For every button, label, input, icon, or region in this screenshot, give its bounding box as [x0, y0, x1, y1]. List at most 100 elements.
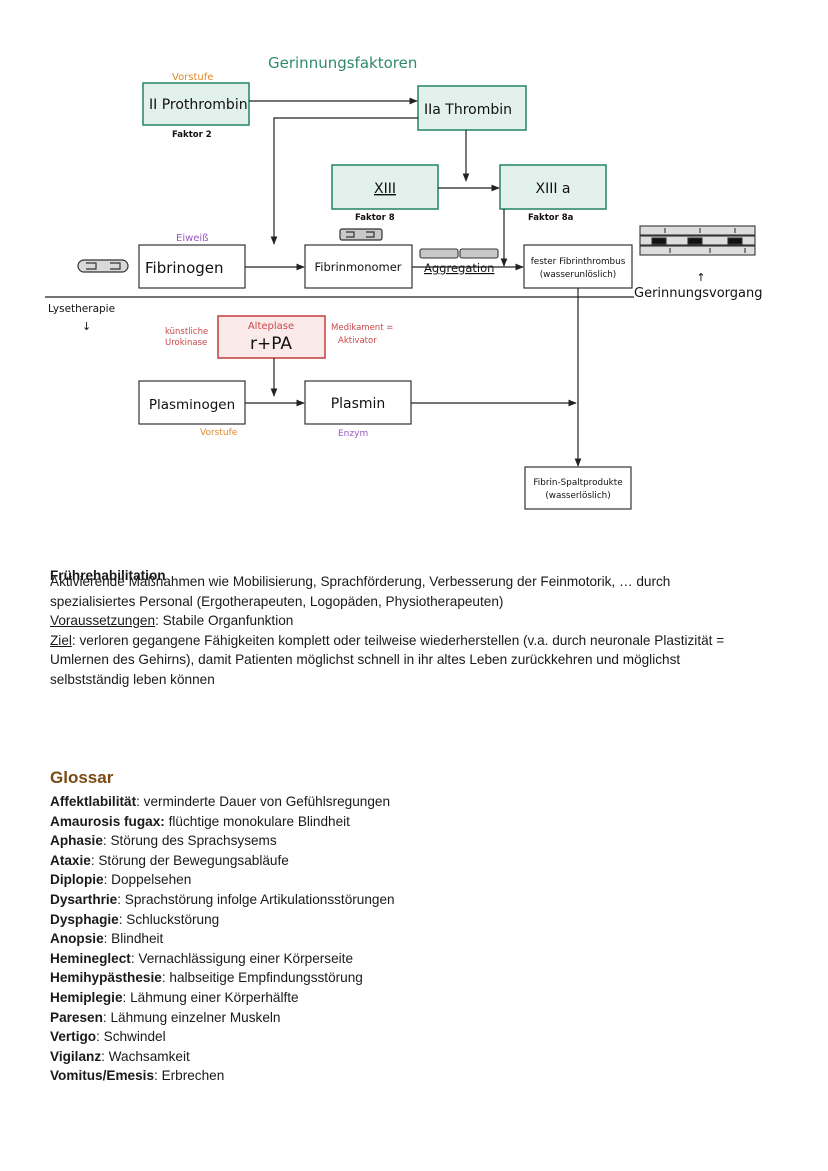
goal-text: : verloren gegangene Fähigkeiten komplet… — [71, 632, 725, 648]
glossary-def: : Sprachstörung infolge Artikulationsstö… — [117, 891, 395, 907]
plasminogen-label: Plasminogen — [149, 397, 235, 413]
glossary-term: Vigilanz — [50, 1048, 102, 1064]
goal-label: Ziel — [50, 632, 72, 648]
glossary-term: Paresen — [50, 1009, 103, 1025]
section-title: Frührehabilitation — [50, 567, 166, 583]
glossary-item: Vigilanz: Wachsamkeit — [50, 1047, 780, 1067]
glossary-term: Aphasie — [50, 833, 103, 849]
glossary-item: Vomitus/Emesis: Erbrechen — [50, 1066, 780, 1086]
glossary-def: : halbseitige Empfindungsstörung — [161, 970, 363, 986]
glossary-item: Aphasie: Störung des Sprachsysems — [50, 831, 780, 851]
factor13a-box — [499, 164, 607, 210]
glossary-item: Dysarthrie: Sprachstörung infolge Artiku… — [50, 890, 780, 910]
factor13-label: XIII — [374, 181, 396, 197]
spalt-box — [524, 466, 632, 510]
glossary-term: Vomitus/Emesis — [50, 1068, 155, 1084]
goal-line: Umlernen des Gehirns), damit Patienten m… — [50, 652, 681, 668]
section-body: Aktivierende Maßnahmen wie Mobilisierung… — [50, 572, 780, 690]
glossary-def: : Lähmung einer Körperhälfte — [122, 989, 299, 1005]
glossary-term: Hemiplegie — [50, 989, 123, 1005]
glossary-item: Hemineglect: Vernachlässigung einer Körp… — [50, 949, 780, 969]
lyse-label: Lysetherapie — [48, 303, 115, 315]
thrombus-line2: (wasserunlöslich) — [540, 270, 617, 280]
requirements-text: : Stabile Organfunktion — [155, 613, 294, 629]
glossary-def: : Schluckstörung — [118, 911, 220, 927]
glossary-def: : Störung des Sprachsysems — [102, 833, 277, 849]
glossary-term: Dysphagie — [50, 911, 119, 927]
prothrombin-label: II Prothrombin — [149, 97, 248, 113]
diagram-arrows — [245, 97, 582, 467]
glossary-item: Hemiplegie: Lähmung einer Körperhälfte — [50, 988, 780, 1008]
glossary-term: Vertigo — [50, 1029, 97, 1045]
glossary-term: Affektlabilität — [50, 794, 137, 809]
alteplase-line2: r+PA — [250, 334, 292, 354]
gerinnung-arrow-icon: ↑ — [696, 271, 705, 284]
spalt-line2: (wasserlöslich) — [545, 491, 610, 501]
factor13-below-label: Faktor 8 — [355, 213, 395, 223]
fibrinogen-box — [138, 244, 246, 289]
thrombus-mesh-icon — [639, 225, 756, 256]
thrombin-box — [417, 85, 527, 131]
glossary-def: : Schwindel — [96, 1029, 166, 1045]
requirements-line: Voraussetzungen: Stabile Organfunktion — [50, 611, 780, 631]
fibrinmonomer-box — [304, 244, 413, 289]
glossary-def: : Störung der Bewegungsabläufe — [90, 852, 289, 868]
aggregation-molecule-icon — [419, 248, 499, 259]
aggregation-label: Aggregation — [424, 261, 494, 275]
glossary-def: : Wachsamkeit — [101, 1048, 190, 1064]
glossary-term: Hemihypästhesie — [50, 970, 162, 986]
lyse-arrow-icon: ↓ — [82, 320, 91, 333]
right-note-line1: Medikament = — [331, 323, 393, 333]
plasmin-label: Plasmin — [331, 396, 386, 412]
glossary-def: : Doppelsehen — [103, 872, 192, 888]
prothrombin-above-label: Vorstufe — [172, 72, 213, 83]
prothrombin-box — [142, 82, 250, 126]
plasmin-box — [304, 380, 412, 425]
thrombin-label: IIa Thrombin — [424, 102, 512, 118]
monomer-molecule-icon — [339, 228, 383, 241]
glossary-item: Amaurosis fugax: flüchtige monokulare Bl… — [50, 812, 780, 832]
coagulation-diagram: Gerinnungsfaktoren Vorstufe II Prothromb… — [45, 54, 762, 510]
glossary-def: flüchtige monokulare Blindheit — [164, 813, 350, 829]
factor13-box — [331, 164, 439, 210]
thrombus-line1: fester Fibrinthrombus — [531, 257, 626, 267]
glossary-item: Anopsie: Blindheit — [50, 929, 780, 949]
glossary-item: Dysphagie: Schluckstörung — [50, 910, 780, 930]
goal-line: selbstständig leben können — [50, 671, 215, 687]
glossary-term: Hemineglect — [50, 950, 131, 966]
glossary-term: Anopsie — [50, 931, 104, 947]
section-line: Aktivierende Maßnahmen wie Mobilisierung… — [50, 574, 671, 589]
fibrinogen-above-label: Eiweiß — [176, 233, 209, 244]
plasminogen-box — [138, 380, 246, 425]
spalt-line1: Fibrin-Spaltprodukte — [533, 478, 622, 488]
goal-line: Ziel: verloren gegangene Fähigkeiten kom… — [50, 631, 780, 651]
plasmin-below-label: Enzym — [338, 429, 368, 439]
fibrinogen-label: Fibrinogen — [145, 259, 224, 277]
factor13a-label: XIII a — [535, 181, 570, 197]
glossary-title: Glossar — [50, 768, 114, 787]
glossary-def: : Lähmung einzelner Muskeln — [102, 1009, 281, 1025]
glossary-term: Ataxie — [50, 852, 91, 868]
glossary-list: Affektlabilität: verminderte Dauer von G… — [50, 792, 780, 1086]
alteplase-box — [217, 315, 326, 359]
left-note-line2: Urokinase — [165, 338, 207, 348]
requirements-label: Voraussetzungen — [50, 613, 156, 629]
glossary-term: Diplopie — [50, 872, 104, 888]
alteplase-line1: Alteplase — [248, 321, 294, 332]
glossary-item: Affektlabilität: verminderte Dauer von G… — [50, 792, 780, 812]
fibrinogen-molecule-icon — [77, 259, 129, 273]
glossary-item: Vertigo: Schwindel — [50, 1027, 780, 1047]
glossary-item: Paresen: Lähmung einzelner Muskeln — [50, 1008, 780, 1028]
plasminogen-below-label: Vorstufe — [200, 428, 238, 438]
glossary-def: : verminderte Dauer von Gefühlsregungen — [136, 794, 391, 809]
gerinnung-label: Gerinnungsvorgang — [634, 286, 762, 301]
fibrinmonomer-label: Fibrinmonomer — [314, 260, 401, 274]
glossary-def: : Erbrechen — [154, 1068, 225, 1084]
glossary-item: Hemihypästhesie: halbseitige Empfindungs… — [50, 968, 780, 988]
glossary-def: : Vernachlässigung einer Körperseite — [130, 950, 354, 966]
glossary-def: : Blindheit — [103, 931, 164, 947]
diagram-title: Gerinnungsfaktoren — [268, 54, 417, 72]
left-note-line1: künstliche — [165, 327, 208, 337]
right-note-line2: Aktivator — [338, 336, 377, 346]
glossary-item: Ataxie: Störung der Bewegungsabläufe — [50, 851, 780, 871]
